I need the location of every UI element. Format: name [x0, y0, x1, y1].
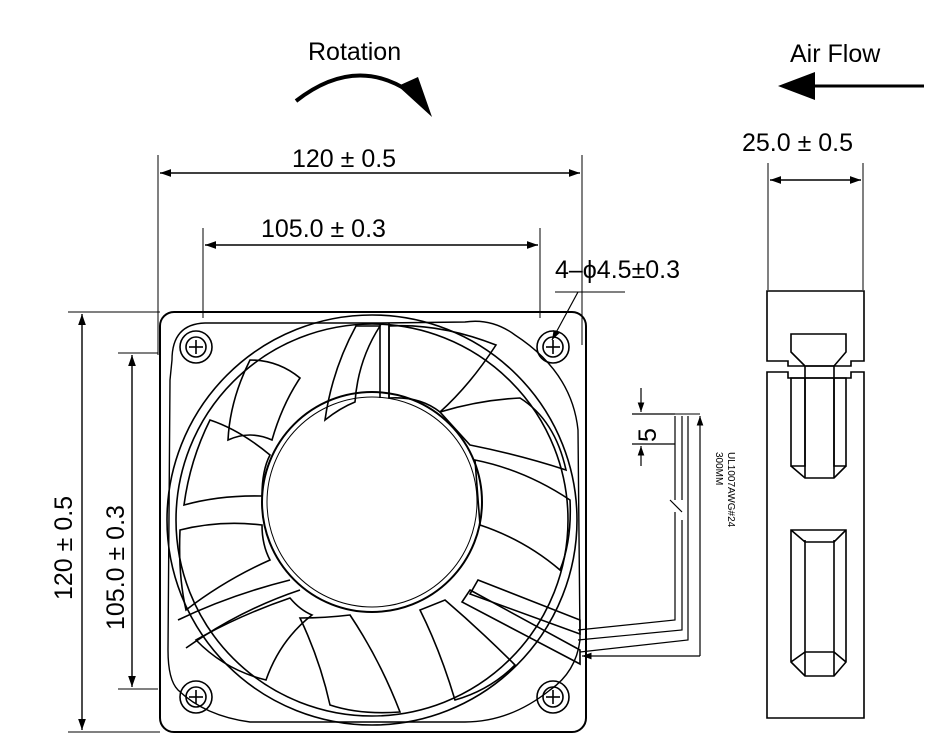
- height-holes-dimension: [118, 352, 158, 690]
- mount-hole-bottom-left: [179, 680, 213, 714]
- lead-strip-label: 5: [634, 428, 662, 442]
- fan-front-view: [159, 311, 587, 733]
- mount-holes-label: 4–ϕ4.5±0.3: [555, 256, 680, 284]
- air-flow-arrow-icon: [778, 72, 924, 100]
- depth-label: 25.0 ± 0.5: [742, 129, 853, 157]
- width-holes-label: 105.0 ± 0.3: [261, 215, 386, 243]
- lead-wires: [577, 413, 700, 653]
- mount-hole-top-left: [179, 330, 213, 364]
- height-outer-label: 120 ± 0.5: [50, 496, 78, 600]
- width-outer-dimension: [157, 155, 583, 355]
- lead-strip-dimension: [632, 388, 675, 466]
- width-outer-label: 120 ± 0.5: [292, 145, 396, 173]
- rotation-arrow-icon: [294, 73, 432, 117]
- height-outer-dimension: [68, 311, 160, 733]
- mount-hole-top-right: [536, 330, 570, 364]
- wire-length-arrows: [582, 416, 704, 660]
- height-holes-label: 105.0 ± 0.3: [102, 505, 130, 630]
- depth-dimension: [767, 163, 864, 290]
- wire-length-label: 300MM: [713, 452, 724, 485]
- rotation-label: Rotation: [308, 38, 401, 66]
- width-holes-dimension: [202, 228, 541, 318]
- air-flow-label: Air Flow: [790, 40, 881, 68]
- mount-hole-bottom-right: [536, 680, 570, 714]
- fan-side-view: [766, 290, 865, 719]
- mount-hole-leader: [551, 291, 625, 341]
- wire-spec-label: UL1007AWG#24: [725, 452, 736, 528]
